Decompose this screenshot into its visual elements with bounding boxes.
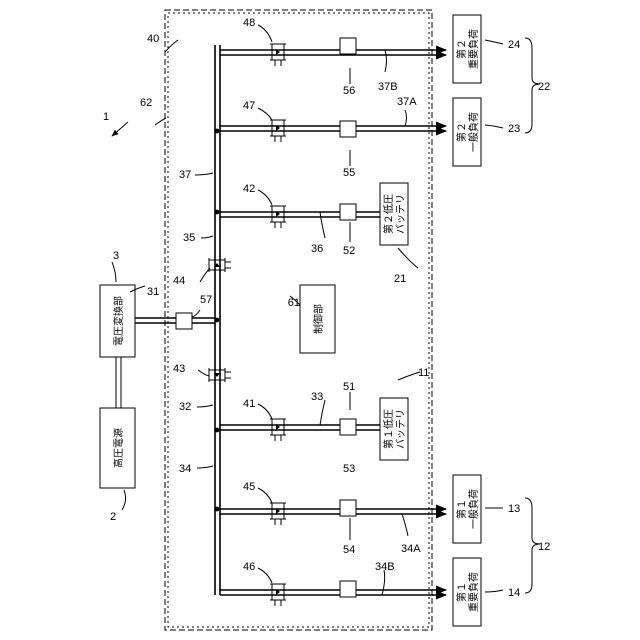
svg-text:重要負荷: 重要負荷 [467, 29, 480, 69]
branch-line-37b [220, 50, 446, 55]
ref-51: 51 [343, 381, 355, 393]
svg-text:一般負荷: 一般負荷 [467, 489, 480, 529]
ref-21: 21 [394, 273, 406, 285]
ref-57: 57 [200, 294, 212, 306]
ref-46: 46 [243, 561, 255, 573]
outer-frame-40 [165, 10, 432, 630]
ref-42: 42 [243, 183, 255, 195]
controller: 制御部 [300, 285, 335, 353]
ref-47: 47 [243, 100, 255, 112]
ref-52: 52 [343, 245, 355, 257]
svg-text:バッテリ: バッテリ [395, 409, 407, 449]
ref-37: 37 [179, 169, 191, 181]
ref-56: 56 [343, 85, 355, 97]
ref-41: 41 [243, 398, 255, 410]
voltage-converter: 電圧変換部 [100, 285, 135, 357]
first-important-load: 第１ 重要負荷 [453, 558, 481, 626]
svg-text:第２: 第２ [455, 122, 468, 142]
branch-line-34b [220, 590, 446, 595]
ref-37B: 37B [378, 81, 398, 93]
ref-12: 12 [538, 541, 550, 553]
ref-24: 24 [508, 39, 520, 51]
svg-text:制御部: 制御部 [312, 304, 325, 334]
high-voltage-source: 高圧電源 [100, 408, 135, 488]
ref-55: 55 [343, 167, 355, 179]
branch-line-34a [220, 509, 446, 514]
ref-1: 1 [103, 111, 109, 123]
ref-11: 11 [418, 367, 429, 379]
ref-34B: 34B [375, 561, 395, 573]
svg-text:第１低圧: 第１低圧 [382, 409, 395, 449]
ref-3: 3 [113, 250, 119, 262]
second-important-load: 第２ 重要負荷 [453, 15, 481, 83]
second-general-load: 第２ 一般負荷 [453, 98, 481, 166]
ref-40: 40 [147, 33, 159, 45]
ref-44: 44 [173, 275, 185, 287]
svg-text:バッテリ: バッテリ [395, 194, 407, 234]
ref-14: 14 [508, 587, 520, 599]
ref-37A: 37A [397, 96, 417, 108]
ref-13: 13 [508, 503, 520, 515]
ref-36: 36 [311, 243, 323, 255]
svg-text:第１: 第１ [455, 499, 468, 519]
ref-23: 23 [508, 123, 520, 135]
branch-line-31 [128, 318, 215, 323]
svg-text:重要負荷: 重要負荷 [467, 572, 480, 612]
ref-22: 22 [538, 81, 550, 93]
ref-53: 53 [343, 463, 355, 475]
ref-34A: 34A [401, 543, 421, 555]
ref-62: 62 [140, 97, 152, 109]
svg-text:第２低圧: 第２低圧 [382, 194, 395, 234]
ref-33: 33 [311, 391, 323, 403]
ref-32: 32 [179, 401, 191, 413]
second-battery: 第２低圧 バッテリ [380, 183, 408, 245]
ref-35: 35 [183, 232, 195, 244]
ref-2: 2 [110, 511, 116, 523]
arrow-ref-1 [112, 122, 128, 136]
svg-text:一般負荷: 一般負荷 [467, 112, 480, 152]
ref-48: 48 [243, 17, 255, 29]
ref-54: 54 [343, 544, 355, 556]
inner-frame-62 [168, 13, 429, 627]
svg-text:高圧電源: 高圧電源 [112, 428, 125, 468]
ref-43: 43 [173, 363, 185, 375]
svg-text:第２: 第２ [455, 39, 468, 59]
ref-31: 31 [147, 286, 159, 298]
svg-text:電圧変換部: 電圧変換部 [112, 296, 125, 346]
ref-45: 45 [243, 481, 255, 493]
ref-61: 61 [288, 297, 300, 309]
svg-text:第１: 第１ [455, 582, 468, 602]
first-battery: 第１低圧 バッテリ [380, 398, 408, 460]
ref-34: 34 [179, 463, 191, 475]
first-general-load: 第１ 一般負荷 [453, 475, 481, 543]
branch-line-37a [220, 126, 446, 131]
